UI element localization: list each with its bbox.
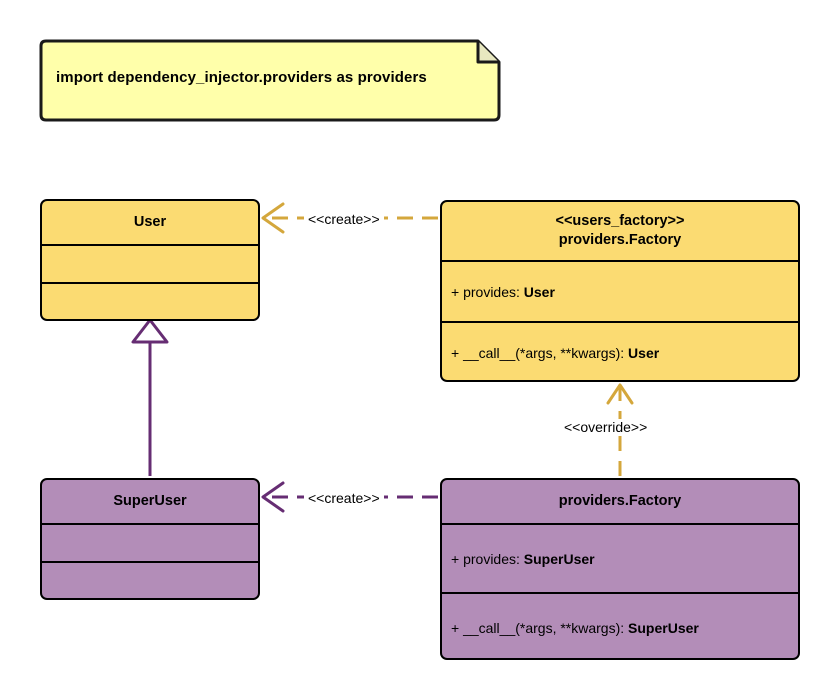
create-superuser-arrowhead (261, 481, 285, 513)
note-body (39, 39, 501, 122)
note-shape (39, 39, 501, 122)
note-text: import dependency_injector.providers as … (56, 69, 427, 86)
class-name-user: User (133, 213, 167, 230)
class-attributes-providers-factory: + provides: SuperUser (442, 523, 798, 592)
class-box-users-factory[interactable]: <<users_factory>> providers.Factory + pr… (440, 200, 800, 382)
class-title-superuser: SuperUser (42, 480, 258, 523)
method-visibility: + (451, 344, 460, 361)
class-stereotype-users-factory: <<users_factory>> (555, 212, 685, 229)
edge-label-override: <<override>> (560, 419, 652, 435)
class-box-user[interactable]: User (40, 199, 260, 321)
inheritance-triangle (131, 318, 169, 344)
class-methods-user (42, 282, 258, 319)
class-title-users-factory: <<users_factory>> providers.Factory (442, 202, 798, 260)
class-attributes-superuser (42, 523, 258, 561)
attribute-visibility: + (451, 283, 460, 300)
attribute-type: SuperUser (523, 550, 595, 567)
method-type: SuperUser (628, 619, 699, 636)
class-title-user: User (42, 201, 258, 244)
create-user-arrowhead (261, 202, 285, 234)
class-box-providers-factory[interactable]: providers.Factory + provides: SuperUser … (440, 478, 800, 660)
method-label: __call__(*args, **kwargs): (463, 344, 625, 361)
method-visibility: + (451, 619, 460, 636)
attribute-label: provides: (463, 283, 520, 300)
class-name-superuser: SuperUser (113, 492, 187, 509)
edge-label-create-superuser: <<create>> (304, 490, 384, 506)
override-arrowhead (606, 383, 634, 405)
class-attributes-users-factory: + provides: User (442, 260, 798, 321)
class-methods-providers-factory: + __call__(*args, **kwargs): SuperUser (442, 592, 798, 658)
class-box-superuser[interactable]: SuperUser (40, 478, 260, 600)
class-title-providers-factory: providers.Factory (442, 480, 798, 523)
class-methods-users-factory: + __call__(*args, **kwargs): User (442, 321, 798, 380)
method-label: __call__(*args, **kwargs): (463, 619, 625, 636)
edge-label-create-user: <<create>> (304, 211, 384, 227)
attribute-label: provides: (463, 550, 520, 567)
note-fold-corner-icon (476, 41, 499, 64)
attribute-type: User (523, 283, 555, 300)
class-name-users-factory: providers.Factory (558, 232, 682, 248)
relationship-inheritance (131, 318, 169, 476)
note-box: import dependency_injector.providers as … (38, 38, 502, 123)
method-type: User (628, 344, 660, 361)
class-name-providers-factory: providers.Factory (558, 492, 682, 509)
class-attributes-user (42, 244, 258, 282)
attribute-visibility: + (451, 550, 460, 567)
class-methods-superuser (42, 561, 258, 598)
